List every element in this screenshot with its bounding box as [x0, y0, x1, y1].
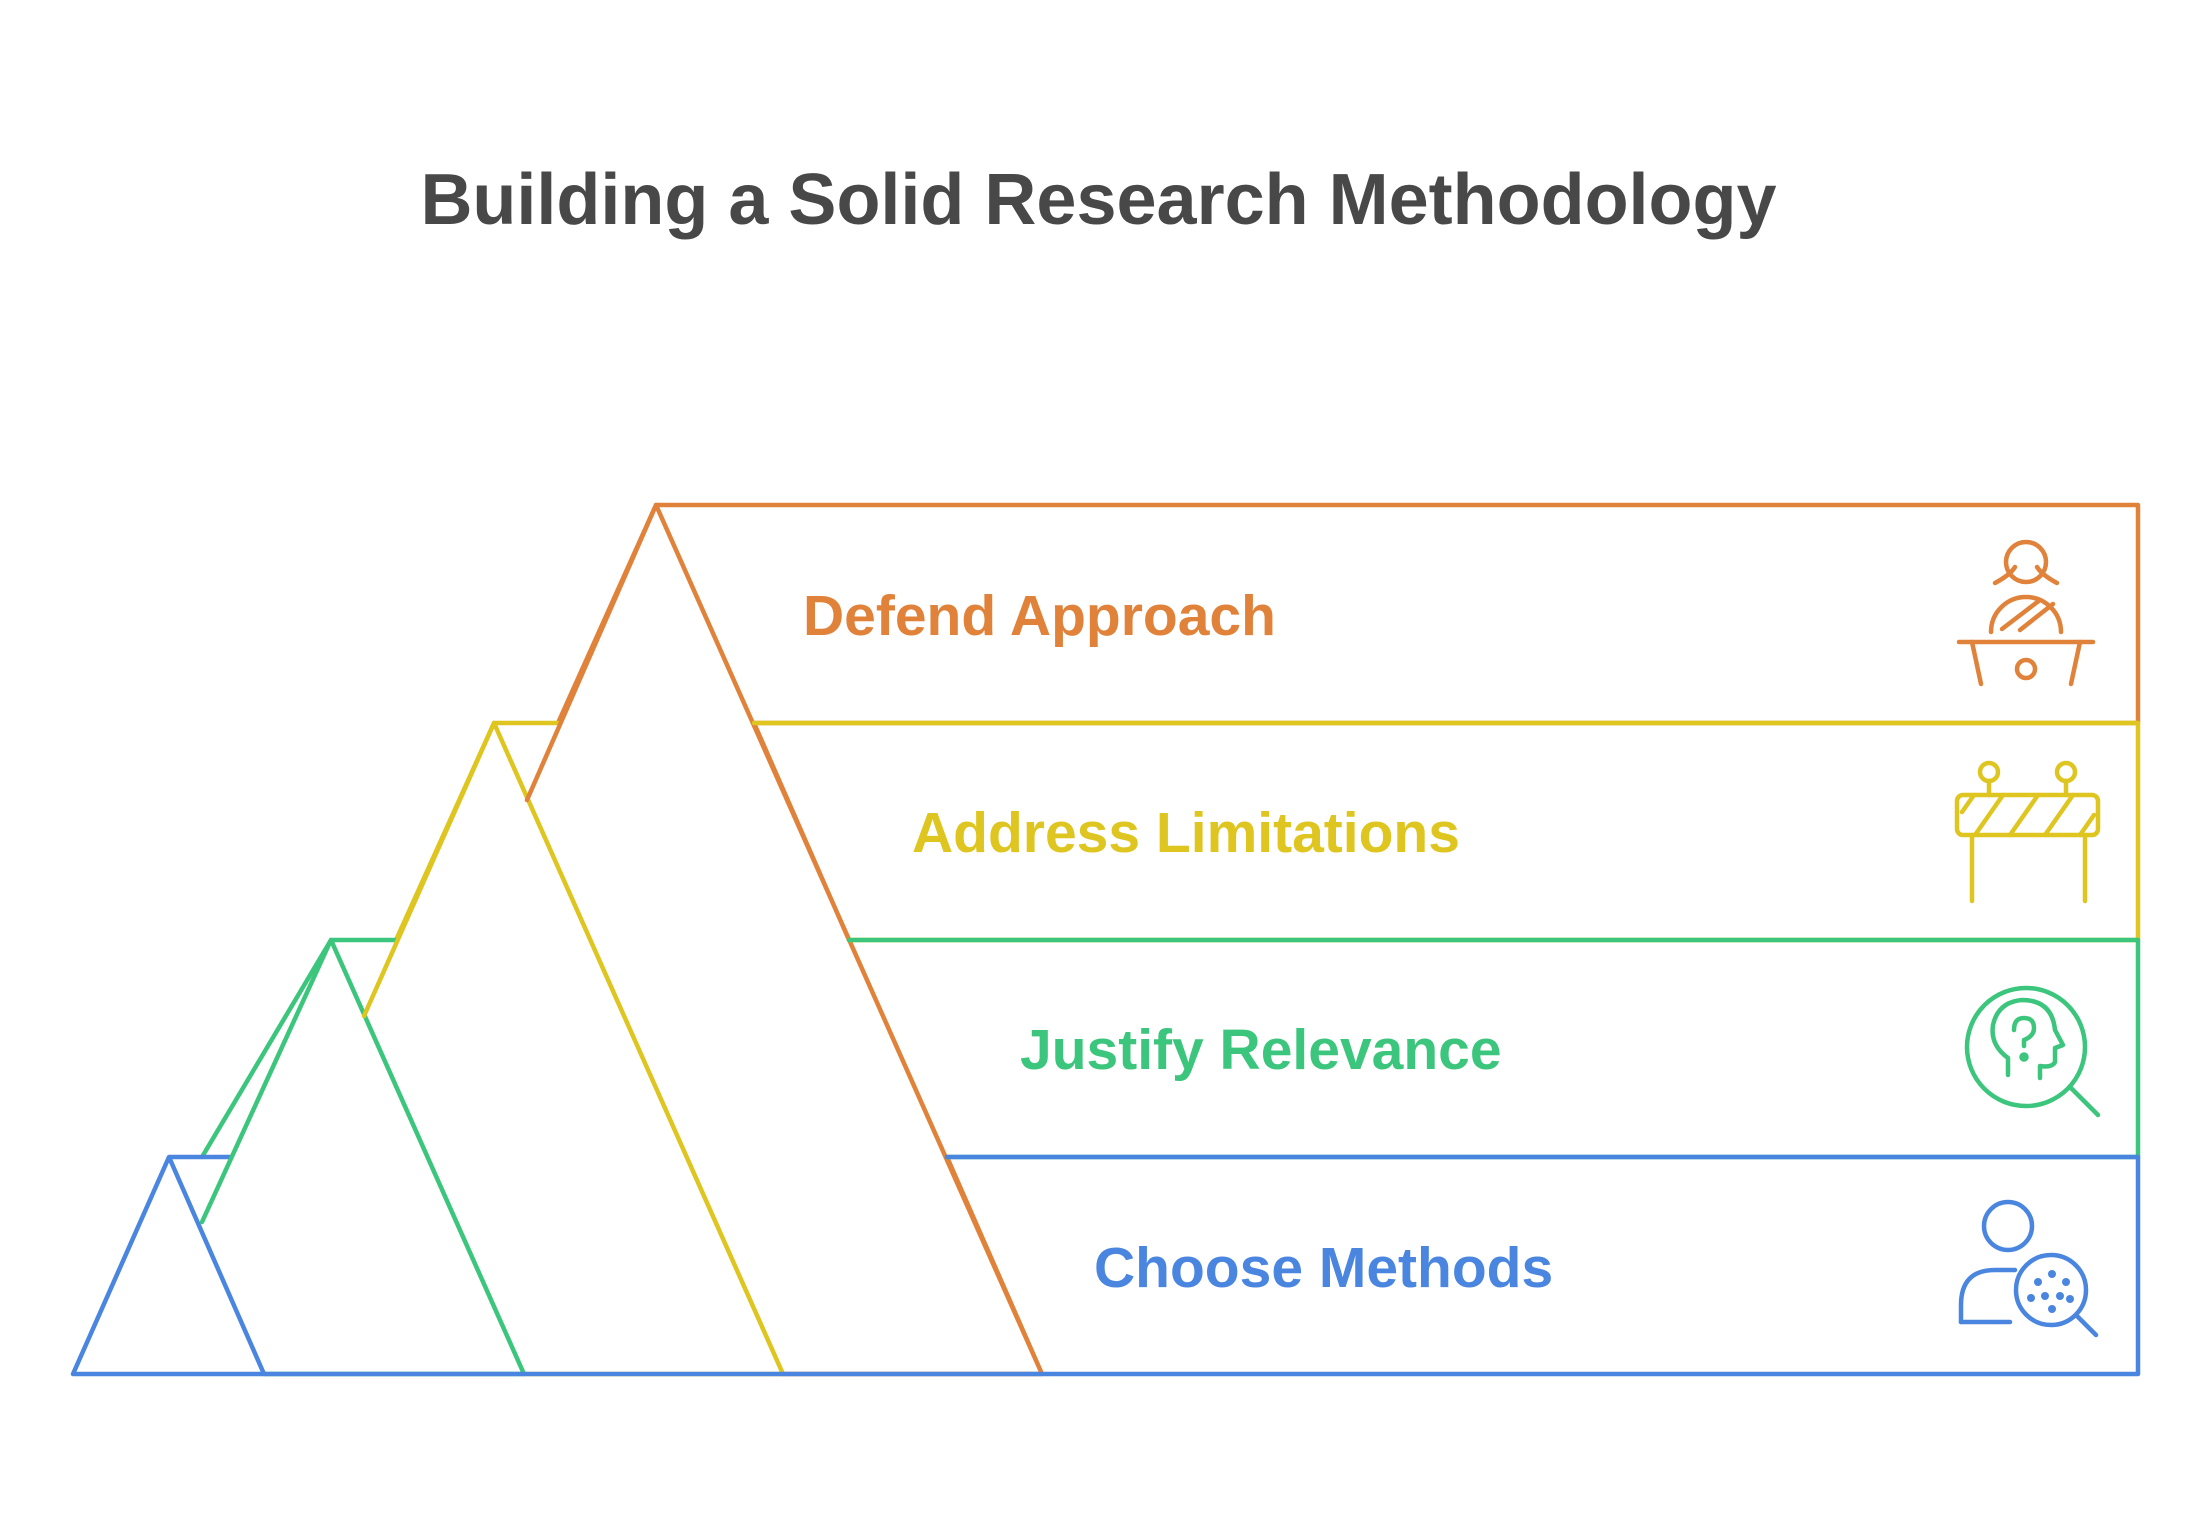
step-label-address-limitations: Address Limitations	[912, 801, 1460, 865]
user-search-icon	[1958, 1199, 2099, 1338]
step-label-choose-methods: Choose Methods	[1094, 1236, 1554, 1300]
pyramid-left-edge-green	[199, 937, 334, 1225]
step-label-defend-approach: Defend Approach	[803, 584, 1276, 648]
step-label-justify-relevance: Justify Relevance	[1020, 1018, 1502, 1082]
diagram-title: Building a Solid Research Methodology	[420, 160, 1777, 240]
presenter-podium-icon	[1956, 539, 2096, 687]
barrier-icon	[1954, 760, 2101, 904]
band-choose-methods	[70, 1154, 2141, 1377]
band-justify-relevance	[199, 937, 2141, 1377]
pyramid-left-edge-orange	[524, 502, 659, 803]
head-question-search-icon	[1964, 985, 2101, 1118]
pyramid-left-edge-yellow	[361, 720, 497, 1019]
